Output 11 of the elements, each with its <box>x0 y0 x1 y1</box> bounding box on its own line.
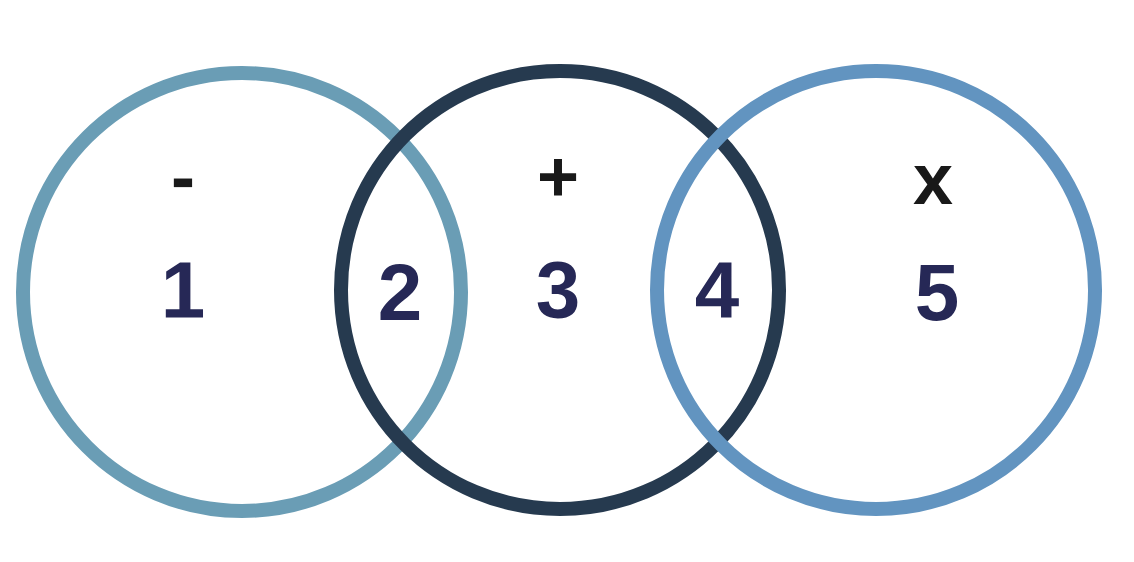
number: 3 <box>537 261 578 319</box>
number: 4 <box>696 262 739 318</box>
circle <box>334 64 786 516</box>
circle <box>650 64 1102 516</box>
symbol: - <box>173 178 193 188</box>
number: 2 <box>380 264 420 320</box>
symbol: + <box>540 158 577 196</box>
number: 5 <box>917 265 957 321</box>
circle <box>16 66 468 518</box>
number: 1 <box>165 262 203 318</box>
symbol: x <box>913 166 953 204</box>
